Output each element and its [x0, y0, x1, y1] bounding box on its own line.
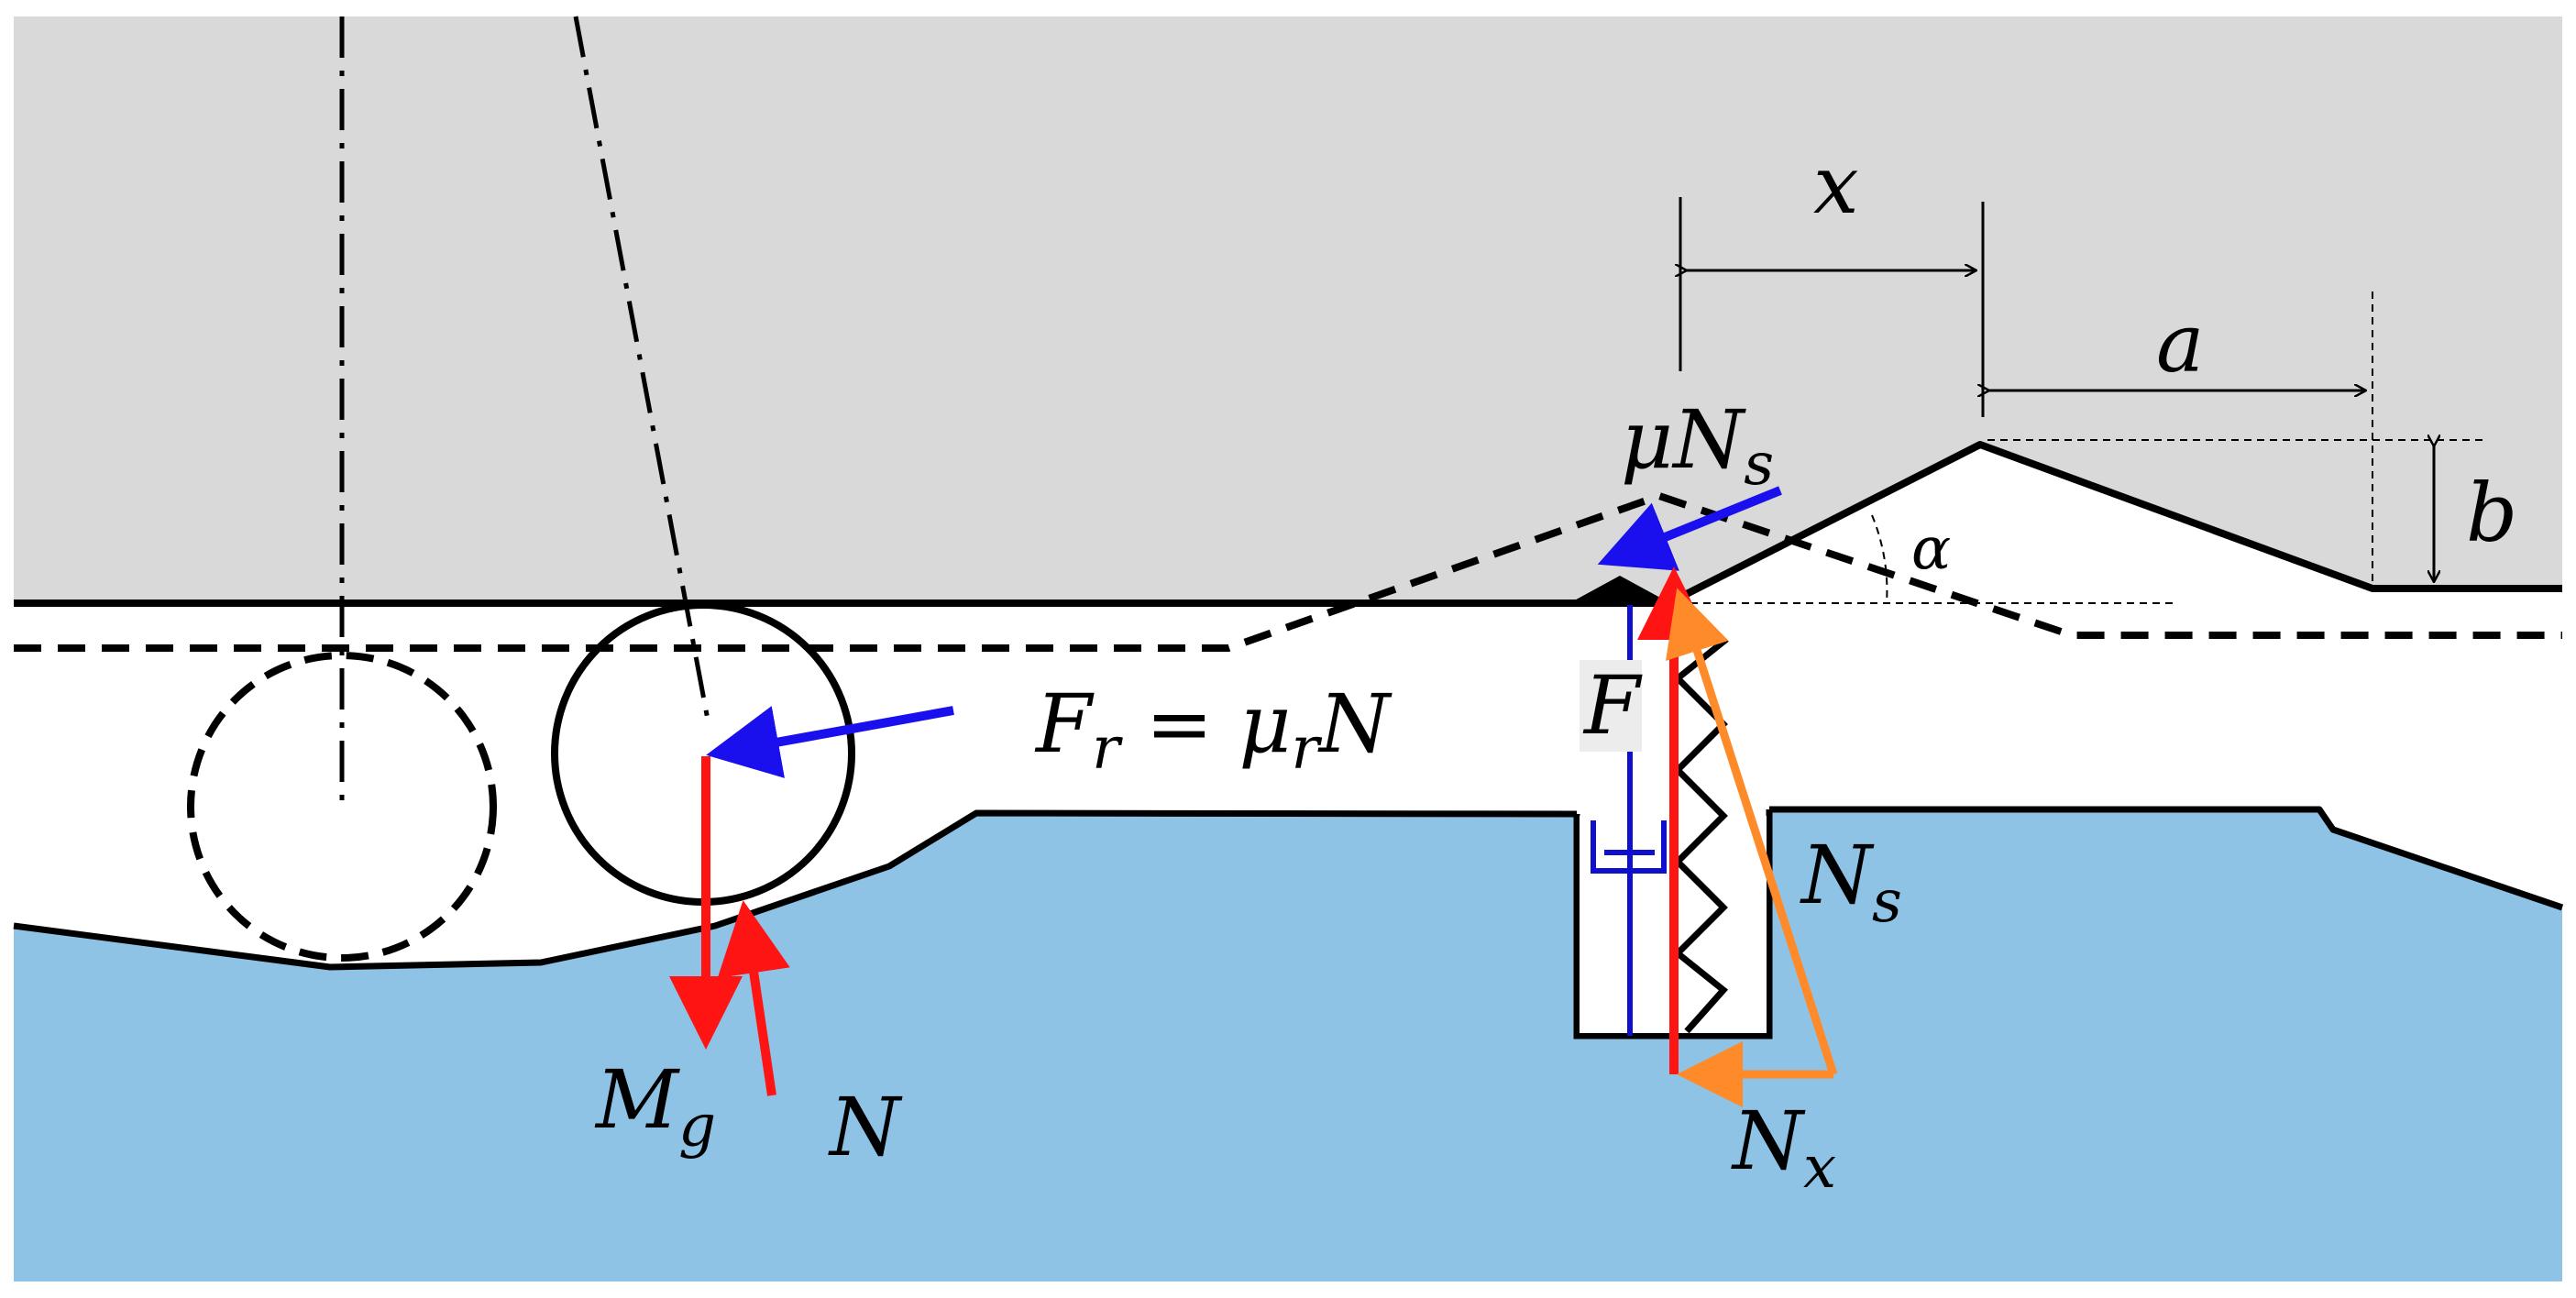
- friction-force-arrow: [706, 706, 954, 778]
- a-dimension-label: a: [2156, 296, 2204, 390]
- displaced-surface-profile: [14, 491, 2562, 652]
- x-dimension-label: x: [1813, 138, 1859, 232]
- N-label: N: [828, 1080, 903, 1174]
- Nx-label: Nx: [1731, 1094, 1836, 1202]
- ground-profile: [13, 809, 1578, 971]
- white-gap-region: [14, 445, 2562, 1036]
- F-label-box: [1580, 660, 1642, 752]
- b-dimension-label: b: [2466, 466, 2517, 560]
- wheel-initial-position: [187, 652, 497, 962]
- Ns-force-arrow: [1666, 588, 1838, 1076]
- Ns-label: Ns: [1800, 828, 1902, 936]
- alpha-arc: [1871, 514, 1888, 604]
- normal-force-arrow: [717, 900, 790, 1096]
- ground-region: [14, 809, 2562, 1282]
- alpha-label: α: [1911, 515, 1951, 583]
- friction-equation-label: Fr = μrN: [1034, 676, 1393, 783]
- damper-cup: [1591, 820, 1667, 874]
- F-label: F: [1582, 658, 1643, 753]
- upper-surface-profile: [14, 441, 2562, 607]
- mu-Ns-arrow: [1597, 486, 1782, 571]
- mu-Ns-label: μNs: [1621, 392, 1774, 499]
- ground-profile-right: [1769, 806, 2564, 911]
- spring: [1668, 602, 1729, 1034]
- Mg-label: Mg: [594, 1052, 716, 1160]
